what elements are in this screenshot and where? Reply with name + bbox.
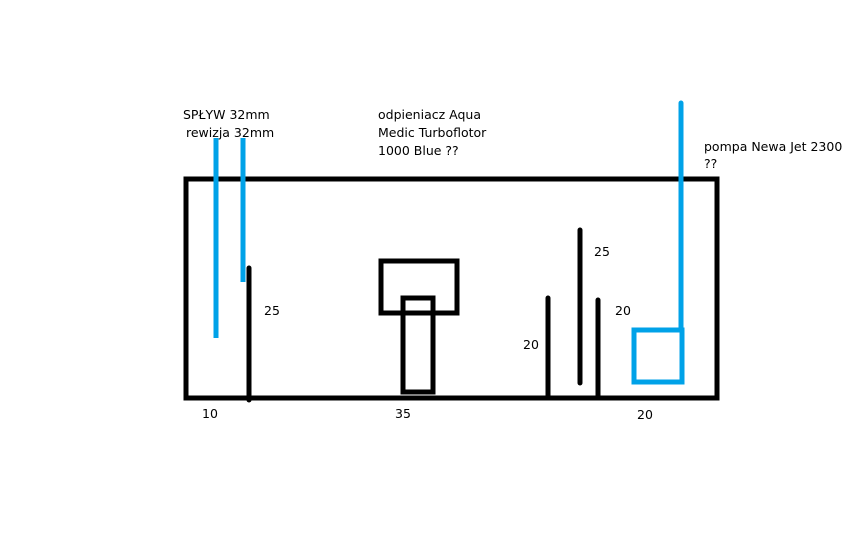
dim-baffle-a: 20: [523, 337, 539, 352]
revision-label: rewizja 32mm: [186, 125, 275, 140]
skimmer-label-2: Medic Turboflotor: [378, 125, 487, 140]
dim-section-right: 20: [637, 407, 653, 422]
dim-baffle-b: 25: [594, 244, 610, 259]
pump-label-1: pompa Newa Jet 2300: [704, 139, 843, 154]
dim-section-left: 10: [202, 406, 218, 421]
sump-tank: [183, 176, 720, 401]
skimmer-label-1: odpieniacz Aqua: [378, 107, 481, 122]
outflow-label: SPŁYW 32mm: [183, 107, 270, 122]
pump: [631, 327, 685, 385]
dim-baffle-left: 25: [264, 303, 280, 318]
dim-baffle-c: 20: [615, 303, 631, 318]
pump-label-2: ??: [704, 156, 718, 171]
skimmer-body: [378, 258, 460, 316]
skimmer-column: [400, 295, 436, 395]
dim-section-middle: 35: [395, 406, 411, 421]
skimmer-label-3: 1000 Blue ??: [378, 143, 459, 158]
